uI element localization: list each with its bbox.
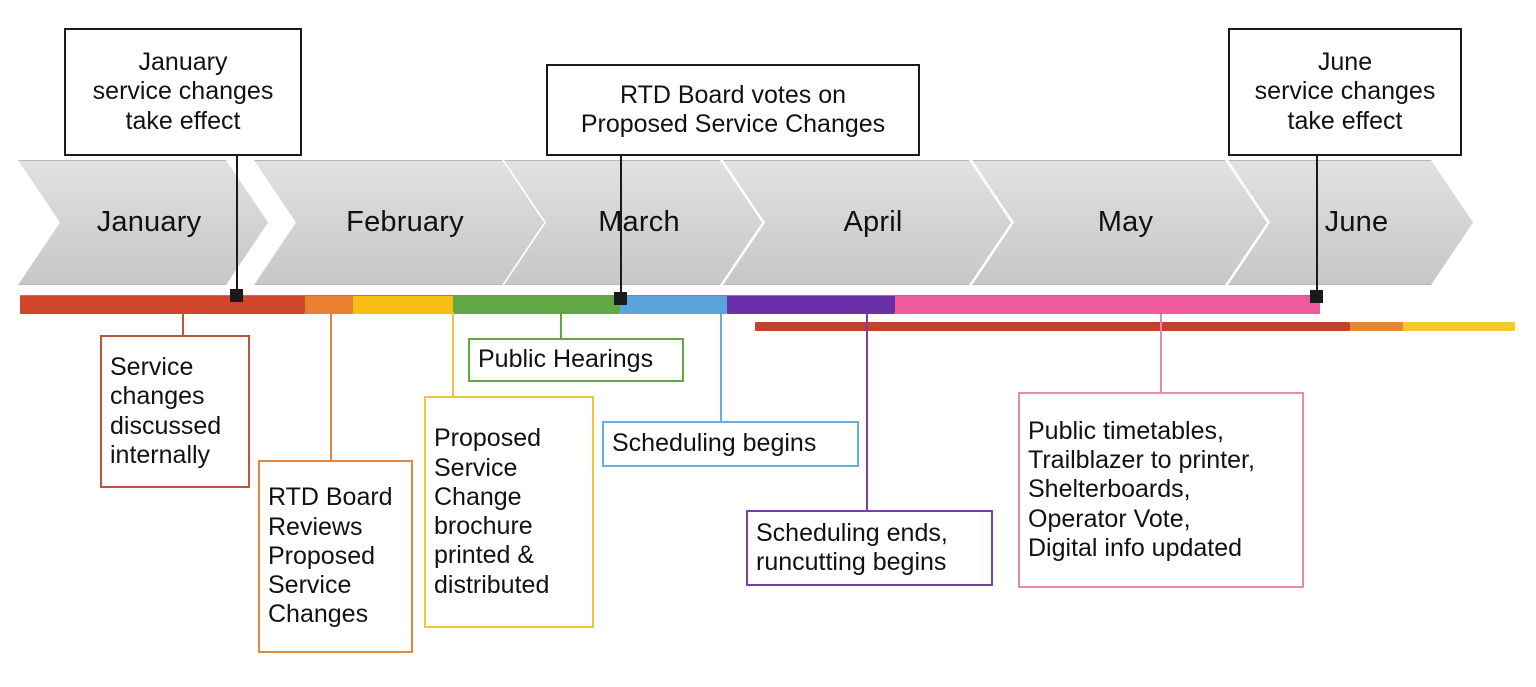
month-label: May <box>1097 206 1154 238</box>
callout-line: runcutting begins <box>756 548 947 576</box>
callout-line: Service <box>110 353 194 381</box>
month-chevron-band: January February March April May June <box>0 160 1536 285</box>
callout-line: distributed <box>434 570 550 599</box>
connector-line-public-timetables-callout <box>1160 314 1162 392</box>
bar-segment-next-cycle-brochure <box>1403 322 1515 331</box>
scheduling-ends-runcutting-begins-callout[interactable]: Scheduling ends,runcutting begins <box>746 510 993 586</box>
connector-line-service-changes-discussed-internally-callout <box>182 312 184 335</box>
callout-line: Public timetables, <box>1028 416 1224 445</box>
callout-line: service changes <box>1254 77 1436 106</box>
callout-line: Proposed <box>268 541 376 570</box>
milestone-marker-january-service-changes-callout <box>230 289 243 302</box>
month-label: February <box>346 206 464 238</box>
bar-segment-public-timetables-period <box>895 296 1320 314</box>
callout-line: RTD Board <box>268 483 393 512</box>
callout-line: brochure <box>434 512 533 540</box>
callout-line: Scheduling ends, <box>756 518 948 547</box>
bar-segment-scheduling-begins <box>620 296 727 314</box>
public-hearings-callout[interactable]: Public Hearings <box>468 338 684 382</box>
month-chevron-june: June <box>1228 160 1473 285</box>
callout-line: Digital info updated <box>1028 533 1243 562</box>
month-label: March <box>598 206 680 238</box>
callout-line: changes <box>110 382 205 411</box>
connector-line-rtd-board-votes-callout <box>620 156 622 298</box>
public-timetables-callout[interactable]: Public timetables,Trailblazer to printer… <box>1018 392 1304 588</box>
month-label: January <box>96 206 202 238</box>
month-chevron-february: February <box>254 160 544 285</box>
connector-line-proposed-service-change-brochure-callout <box>452 312 454 396</box>
callout-line: Change <box>434 482 522 511</box>
bar-segment-brochure-printed-distributed <box>353 296 453 314</box>
callout-line: discussed <box>110 411 222 440</box>
bar-segment-scheduling-ends-runcutting-begins <box>727 296 895 314</box>
callout-line: January <box>138 48 228 77</box>
callout-line: Proposed <box>434 424 542 453</box>
callout-line: take effect <box>125 106 241 135</box>
scheduling-begins-callout[interactable]: Scheduling begins <box>602 421 859 467</box>
callout-line: Changes <box>268 600 369 629</box>
callout-line: Operator Vote, <box>1028 504 1191 533</box>
callout-line: internally <box>110 440 211 469</box>
callout-line: Shelterboards, <box>1028 475 1191 504</box>
callout-line: printed & <box>434 541 535 570</box>
callout-line: Reviews <box>268 512 363 541</box>
callout-line: Public Hearings <box>478 345 654 374</box>
connector-line-scheduling-begins-callout <box>720 314 722 421</box>
month-chevron-may: May <box>972 160 1267 285</box>
milestone-marker-june-service-changes-callout <box>1310 290 1323 303</box>
connector-line-rtd-board-reviews-callout <box>330 312 332 460</box>
callout-line: Proposed Service Changes <box>580 110 886 138</box>
connector-line-public-hearings-callout <box>560 314 562 338</box>
callout-line: June <box>1317 48 1373 77</box>
month-chevron-march: March <box>504 160 762 285</box>
bar-segment-next-cycle-discussed-internally <box>755 322 1350 331</box>
bar-segment-next-cycle-board-reviews <box>1350 322 1403 331</box>
callout-line: service changes <box>92 77 274 106</box>
month-chevron-april: April <box>723 160 1011 285</box>
connector-line-june-service-changes-callout <box>1316 156 1318 296</box>
bar-segment-rtd-board-reviews <box>305 296 353 314</box>
connector-line-january-service-changes-callout <box>236 156 238 296</box>
callout-line: RTD Board votes on <box>619 80 847 109</box>
callout-line: take effect <box>1287 106 1403 135</box>
month-label: April <box>843 206 903 238</box>
callout-line: Service <box>268 571 352 600</box>
month-chevron-january: January <box>18 160 268 285</box>
callout-line: Scheduling begins <box>612 429 817 458</box>
connector-line-scheduling-ends-runcutting-begins-callout <box>866 314 868 510</box>
milestone-marker-rtd-board-votes-callout <box>614 292 627 305</box>
bar-segment-public-hearings <box>453 296 620 314</box>
month-label: June <box>1324 206 1389 238</box>
callout-line: Trailblazer to printer, <box>1028 446 1255 475</box>
bar-segment-service-changes-discussed-internally <box>20 296 305 314</box>
callout-line: Service <box>434 453 518 482</box>
